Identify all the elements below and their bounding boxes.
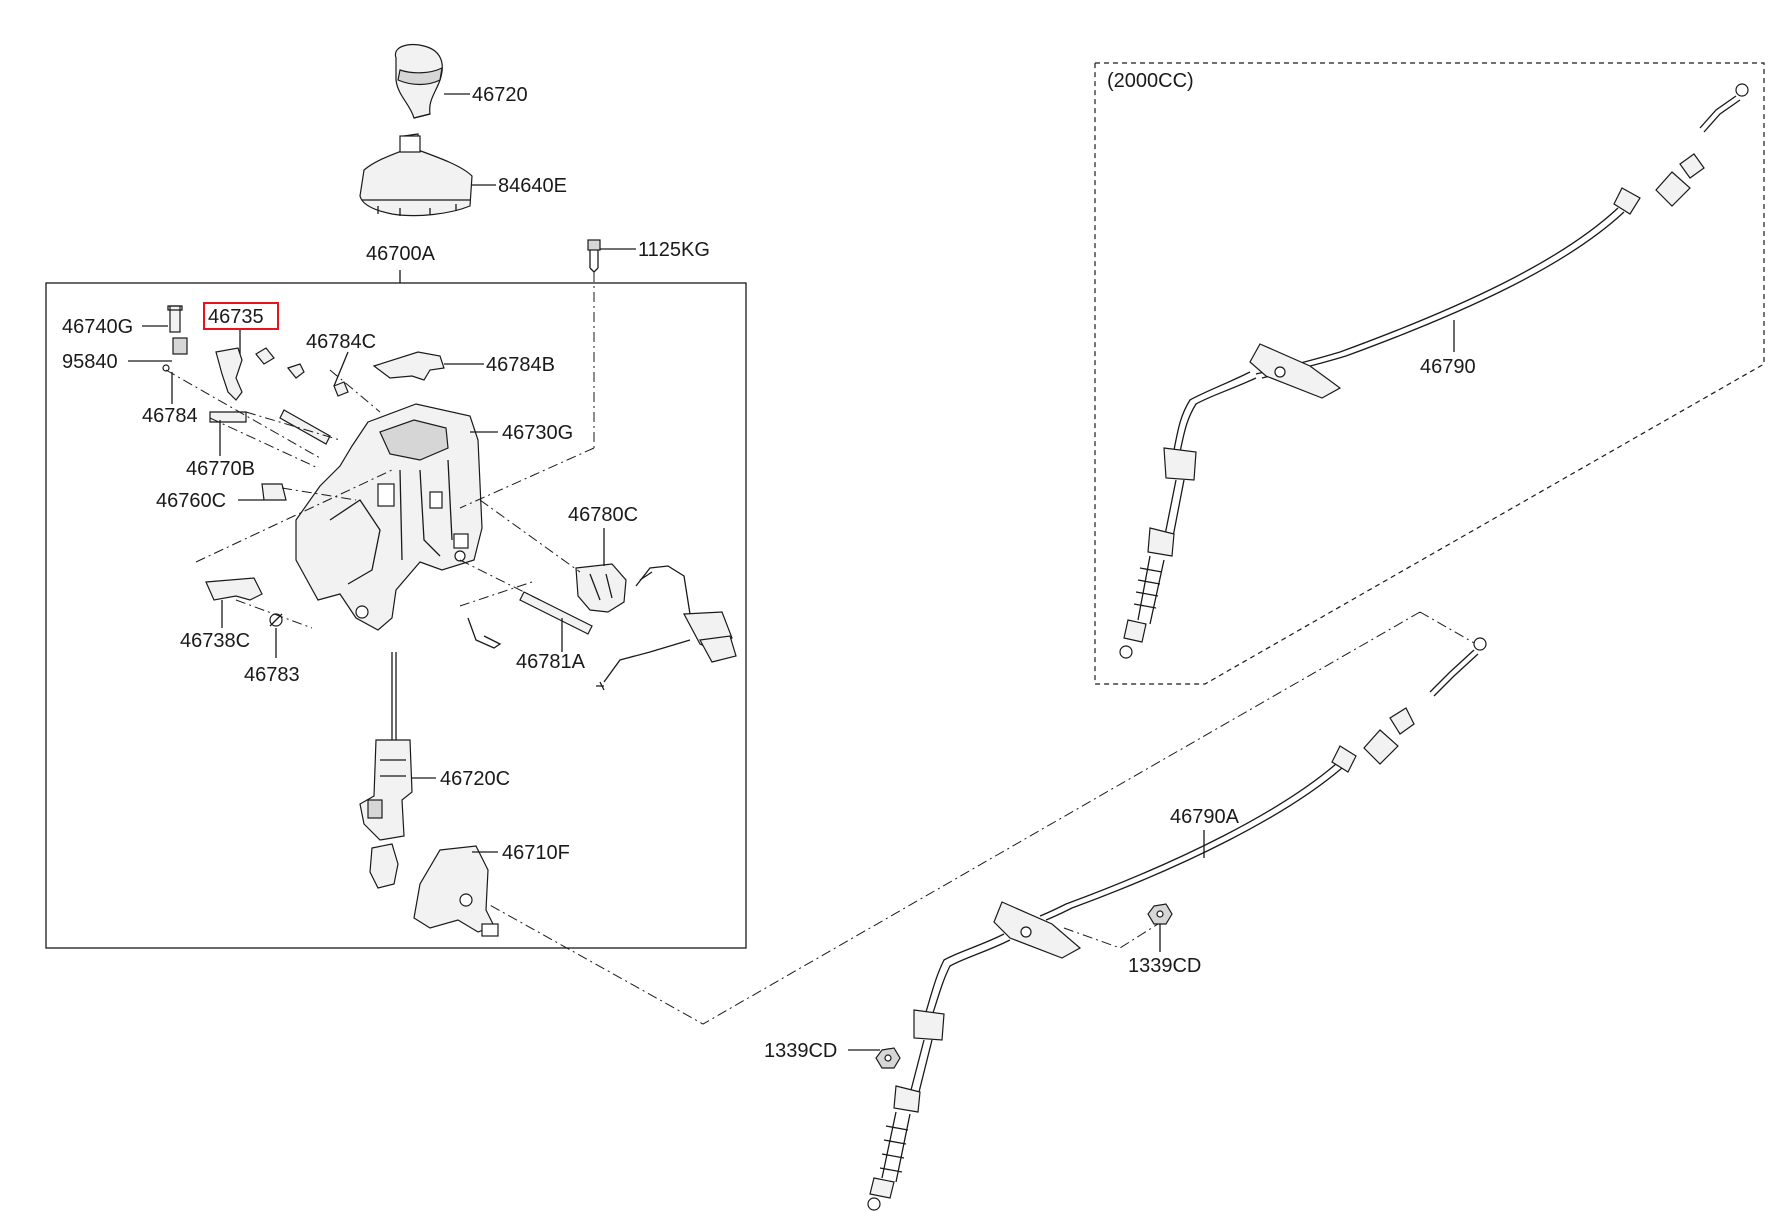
part-label-46783[interactable]: 46783	[244, 664, 300, 686]
shift-lever-rod[interactable]	[359, 652, 413, 841]
solenoid-block[interactable]	[575, 563, 627, 613]
part-label-46784[interactable]: 46784	[142, 405, 198, 427]
part-label-46781a[interactable]: 46781A	[516, 651, 586, 673]
part-label-1339cd-lower[interactable]: 1339CD	[764, 1040, 837, 1062]
variant-label: (2000CC)	[1107, 70, 1194, 92]
part-label-46700a[interactable]: 46700A	[366, 243, 436, 265]
link-leader	[487, 611, 1477, 1025]
pins[interactable]	[205, 409, 593, 649]
part-label-46790[interactable]: 46790	[1420, 356, 1476, 378]
part-label-1125kg[interactable]: 1125KG	[638, 239, 710, 261]
part-label-46780c[interactable]: 46780C	[568, 504, 638, 526]
base-bracket[interactable]	[369, 843, 499, 937]
cable-46790[interactable]	[1119, 83, 1749, 659]
part-label-1339cd-upper[interactable]: 1339CD	[1128, 955, 1201, 977]
part-label-46720[interactable]: 46720	[472, 84, 528, 106]
part-label-84640e[interactable]: 84640E	[498, 175, 567, 197]
nut-1339cd-lower[interactable]	[875, 1047, 901, 1069]
shift-boot[interactable]	[359, 133, 473, 217]
wiring-harness[interactable]	[596, 565, 737, 691]
part-label-95840[interactable]: 95840	[62, 351, 118, 373]
small-parts-top[interactable]	[162, 305, 445, 401]
part-label-46790a[interactable]: 46790A	[1170, 806, 1240, 828]
part-label-46784b[interactable]: 46784B	[486, 354, 555, 376]
bolt-1125kg[interactable]	[587, 239, 601, 448]
part-label-46760c[interactable]: 46760C	[156, 490, 226, 512]
shift-knob[interactable]	[394, 43, 443, 119]
cable-46790a[interactable]	[867, 637, 1487, 1211]
part-label-46738c[interactable]: 46738C	[180, 630, 250, 652]
part-label-46730g[interactable]: 46730G	[502, 422, 573, 444]
part-label-46784c[interactable]: 46784C	[306, 331, 376, 353]
nut-leader	[1063, 923, 1159, 949]
part-label-46735[interactable]: 46735	[208, 306, 264, 328]
part-label-46770b[interactable]: 46770B	[186, 458, 255, 480]
part-label-46710f[interactable]: 46710F	[502, 842, 570, 864]
variant-box	[1094, 62, 1765, 685]
label-leaders	[128, 93, 1455, 1051]
shifter-housing[interactable]	[295, 403, 483, 631]
part-label-46720c[interactable]: 46720C	[440, 768, 510, 790]
highlight-box-46735	[203, 302, 279, 330]
assembly-leaders	[165, 369, 595, 629]
part-label-46740g[interactable]: 46740G	[62, 316, 133, 338]
assembly-box	[45, 282, 747, 949]
nut-1339cd-upper[interactable]	[1147, 903, 1173, 925]
